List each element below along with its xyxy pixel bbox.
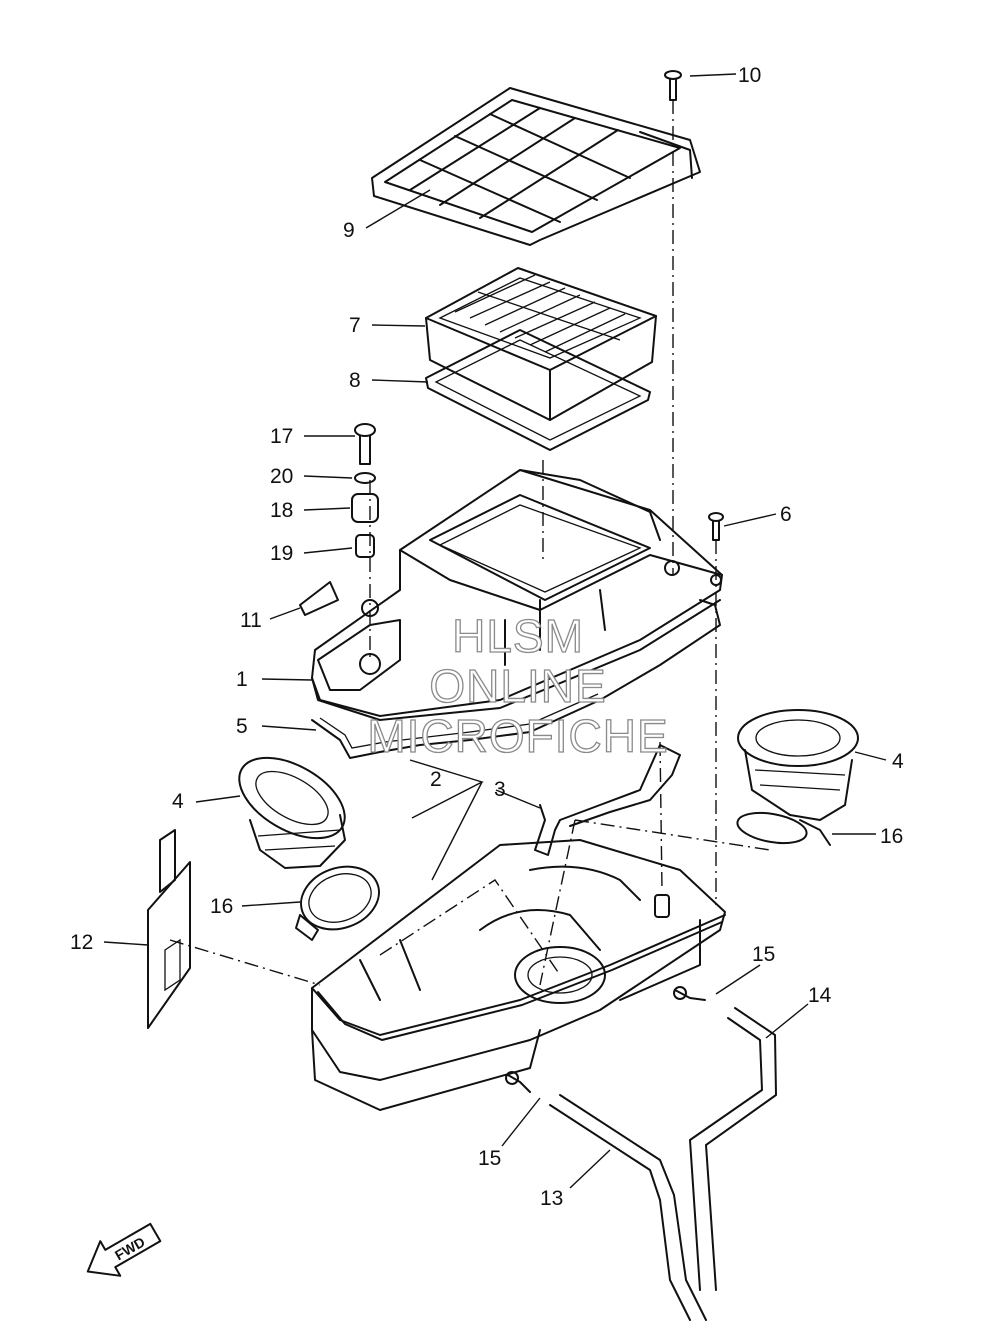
part-1-upper-case (311, 469, 723, 721)
callout-7: 7 (349, 314, 361, 337)
callout-labels: 10 9 7 8 17 20 18 19 6 11 1 5 2 3 4 4 16… (70, 64, 904, 1210)
part-12-sheet (147, 829, 191, 1029)
part-16-clamps (295, 811, 831, 941)
part-8-seal (425, 329, 651, 451)
callout-1: 1 (236, 668, 248, 691)
callout-13: 13 (540, 1187, 563, 1210)
watermark-line-3: MICROFICHE (367, 710, 668, 762)
callout-10: 10 (738, 64, 761, 87)
part-9-cover (371, 87, 701, 246)
callout-19: 19 (270, 542, 293, 565)
callout-14: 14 (808, 984, 832, 1007)
callout-12: 12 (70, 931, 93, 954)
callout-5: 5 (236, 715, 248, 738)
callout-4-right: 4 (892, 750, 904, 773)
callout-18: 18 (270, 499, 293, 522)
part-4-joint-left (238, 756, 346, 869)
callout-9: 9 (343, 219, 355, 242)
part-4-joint-right (737, 709, 859, 821)
callout-11: 11 (240, 609, 262, 632)
part-5-gasket (311, 599, 721, 759)
callout-16-right: 16 (880, 825, 903, 848)
callout-20: 20 (270, 465, 293, 488)
alignment-lines (169, 100, 771, 986)
fwd-direction-arrow: FWD (86, 1222, 162, 1277)
callout-4-left: 4 (172, 790, 184, 813)
callout-6: 6 (780, 503, 792, 526)
leader-lines (103, 73, 887, 1189)
watermark: HLSM ONLINE MICROFICHE (367, 609, 669, 762)
part-3-pipe (534, 744, 681, 856)
part-2-lower-case (311, 839, 726, 1111)
callout-3: 3 (494, 778, 506, 801)
watermark-line-2: ONLINE (429, 660, 606, 712)
callout-15-left: 15 (478, 1147, 501, 1170)
part-13-14-hoses (549, 1007, 777, 1321)
callout-17: 17 (270, 425, 293, 448)
callout-2: 2 (430, 768, 442, 791)
watermark-line-1: HLSM (452, 610, 584, 662)
callout-15-right: 15 (752, 943, 775, 966)
callout-8: 8 (349, 369, 361, 392)
callout-16-left: 16 (210, 895, 233, 918)
part-7-filter-element (425, 267, 657, 421)
